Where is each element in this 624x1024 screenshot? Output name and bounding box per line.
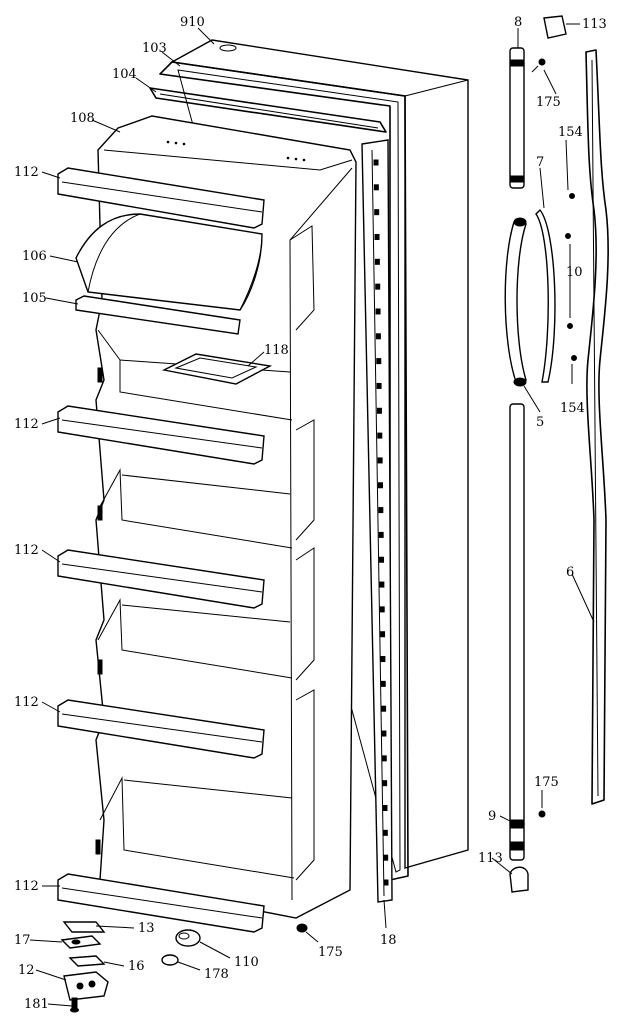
breaker-strip-hole [377,482,383,489]
callout-7: 7 [536,155,544,170]
callout-175-top: 175 [536,95,561,110]
breaker-strip-hole [376,407,382,414]
breaker-strip-hole [382,805,388,812]
breaker-strip-hole [381,730,387,737]
hinge-screw [70,997,79,1013]
callout-8: 8 [514,15,522,30]
breaker-strip-hole [376,382,382,389]
breaker-strip-hole [379,606,385,613]
callout-6: 6 [566,565,574,580]
hinge-washer [68,955,106,967]
door-seal-strip [585,49,609,805]
handle-cap-bottom [509,403,525,861]
callout-104: 104 [112,67,137,82]
callout-108: 108 [70,111,95,126]
breaker-strip [361,139,393,903]
handle-screws [531,58,577,818]
callout-178: 178 [204,967,229,982]
breaker-strip-hole [375,283,381,290]
breaker-strip-hole [382,829,388,836]
breaker-strip-hole [381,755,387,762]
callout-112-shelf-2: 112 [14,417,39,432]
breaker-strip-hole [381,705,387,712]
callout-154-bottom: 154 [560,401,585,416]
callout-106: 106 [22,249,47,264]
callout-112-shelf-3: 112 [14,543,39,558]
cam-bushing [161,954,179,966]
door-shelf-bar-1 [57,167,265,229]
stop-screw [296,923,308,933]
breaker-strip-hole [380,680,386,687]
callout-175-bottom: 175 [534,775,559,790]
hinge-pad [62,921,106,933]
callout-112-shelf-1: 112 [14,165,39,180]
breaker-strip-hole [382,780,388,787]
breaker-strip-hole [374,209,380,216]
breaker-strip-hole [380,631,386,638]
callout-13: 13 [138,921,155,936]
breaker-strip-hole [373,159,379,166]
handle-cap-top [509,47,525,189]
callout-17: 17 [14,933,31,948]
breaker-strip-hole [377,432,383,439]
callout-105: 105 [22,291,47,306]
callout-154-top: 154 [558,125,583,140]
breaker-strip-hole [375,308,381,315]
callout-175-cam: 175 [318,945,343,960]
breaker-strip-hole [379,556,385,563]
butter-tray [161,353,273,385]
handle-trim [535,208,556,383]
callout-18: 18 [380,933,397,948]
hinge-shim [60,935,102,949]
dairy-rail [75,295,241,335]
breaker-strip-hole [374,233,380,240]
callout-5: 5 [536,415,544,430]
callout-113-bottom: 113 [478,851,503,866]
callout-110: 110 [234,955,259,970]
callout-labels: 910 103 104 108 112 106 105 118 112 112 … [14,15,607,1012]
breaker-strip-hole [375,333,381,340]
hinge-bracket [63,971,109,1001]
door-shelf-bar-5 [57,873,265,933]
callout-112-shelf-5: 112 [14,879,39,894]
breaker-strip-hole [378,507,384,514]
callout-103: 103 [142,41,167,56]
dairy-compartment-door [75,213,263,311]
breaker-strip-hole [379,581,385,588]
breaker-strip-hole [378,531,384,538]
callout-12: 12 [18,963,35,978]
callout-112-shelf-4: 112 [14,695,39,710]
handle-grip [504,217,527,387]
callout-113-top: 113 [582,17,607,32]
door-cam [175,929,201,947]
callout-10: 10 [566,265,583,280]
breaker-strip-hole [374,258,380,265]
door-shelf-bar-2 [57,405,265,465]
callout-910: 910 [180,15,205,30]
callout-181: 181 [24,997,49,1012]
end-cap-bottom [509,866,529,893]
callout-16: 16 [128,959,145,974]
callout-118: 118 [264,343,289,358]
breaker-strip-hole [377,457,383,464]
gasket-retainer-top [149,87,387,133]
callout-9: 9 [488,809,496,824]
door-shelf-bar-3 [57,549,265,609]
leader-lines [29,23,595,1007]
breaker-strip-hole [383,854,389,861]
door-shelf-bar-4 [57,699,265,759]
end-cap-top [543,15,567,39]
breaker-strip-hole [383,879,389,886]
breaker-strip-hole [373,184,379,191]
breaker-strip-hole [380,656,386,663]
breaker-strip-hole [376,358,382,365]
